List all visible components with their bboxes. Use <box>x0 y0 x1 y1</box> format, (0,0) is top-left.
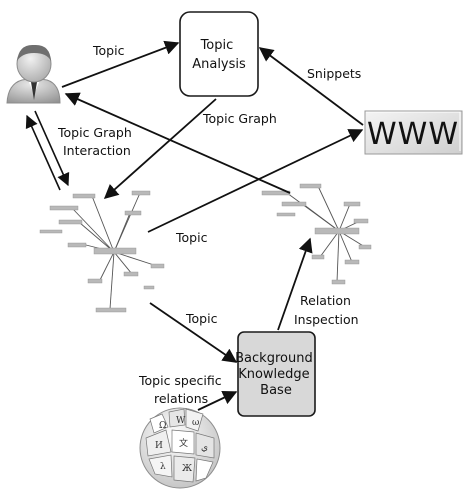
arrow-wikipedia-to-kb <box>197 391 238 411</box>
www-node: WWW <box>364 110 463 155</box>
arrow-user-to-graph <box>34 110 70 187</box>
svg-text:ω: ω <box>192 418 199 428</box>
arrow-www-to-analysis <box>258 47 364 126</box>
edge-label-topic-kb: Topic <box>185 311 218 326</box>
relation-inspection-line-1: Relation <box>300 293 351 308</box>
interaction-line-2: Interaction <box>63 143 131 158</box>
edge-label-relation-inspection: Relation Inspection <box>294 293 359 327</box>
svg-text:λ: λ <box>160 462 166 472</box>
user-icon <box>6 44 61 104</box>
wikipedia-globe-icon: Ω W ω И 文 ي λ Ж <box>139 402 221 489</box>
arrow-kb-to-right-graph <box>277 237 313 331</box>
edge-label-snippets: Snippets <box>307 66 361 81</box>
interaction-line-1: Topic Graph <box>57 125 132 140</box>
www-label: WWW <box>367 117 459 152</box>
edge-label-topic-www: Topic <box>175 230 208 245</box>
arrow-right-graph-to-user <box>64 92 291 194</box>
svg-text:Ω: Ω <box>159 421 166 431</box>
svg-text:Ж: Ж <box>182 464 192 474</box>
svg-text:Topic Analysis: Topic Analysis <box>192 38 246 72</box>
kb-line-2: Knowledge <box>238 367 309 382</box>
edge-label-topic-user: Topic <box>92 43 125 58</box>
kb-line-1: Background <box>235 351 313 366</box>
svg-text:文: 文 <box>179 437 188 449</box>
arrow-analysis-to-graph <box>103 98 217 199</box>
topic-analysis-node: Topic Analysis <box>179 11 259 97</box>
svg-text:И: И <box>155 441 163 451</box>
arrow-user-to-analysis <box>61 40 180 88</box>
relation-inspection-line-2: Inspection <box>294 312 359 327</box>
svg-text:W: W <box>176 416 186 426</box>
kb-line-3: Base <box>260 383 292 398</box>
svg-text:ي: ي <box>201 443 208 453</box>
topic-specific-relations-line-1: Topic specific <box>138 373 222 388</box>
arrow-graph-to-user <box>25 114 61 191</box>
topic-analysis-line-2: Analysis <box>192 57 246 72</box>
edge-label-topic-graph: Topic Graph <box>202 111 277 126</box>
topic-graph-icon <box>261 183 372 285</box>
arrow-graph-to-www <box>147 129 364 233</box>
edge-label-interaction: Topic Graph Interaction <box>57 125 136 158</box>
arrow-graph-to-kb <box>149 302 238 363</box>
svg-text:Background Knowledge: Background Knowledge Base <box>235 351 317 398</box>
background-knowledge-base-node: Background Knowledge Base <box>235 331 317 417</box>
edge-label-topic-specific-relations: Topic specific relations <box>138 373 226 406</box>
topic-graph-icon <box>39 190 165 313</box>
topic-specific-relations-line-2: relations <box>154 391 208 406</box>
topic-analysis-line-1: Topic <box>200 38 234 53</box>
